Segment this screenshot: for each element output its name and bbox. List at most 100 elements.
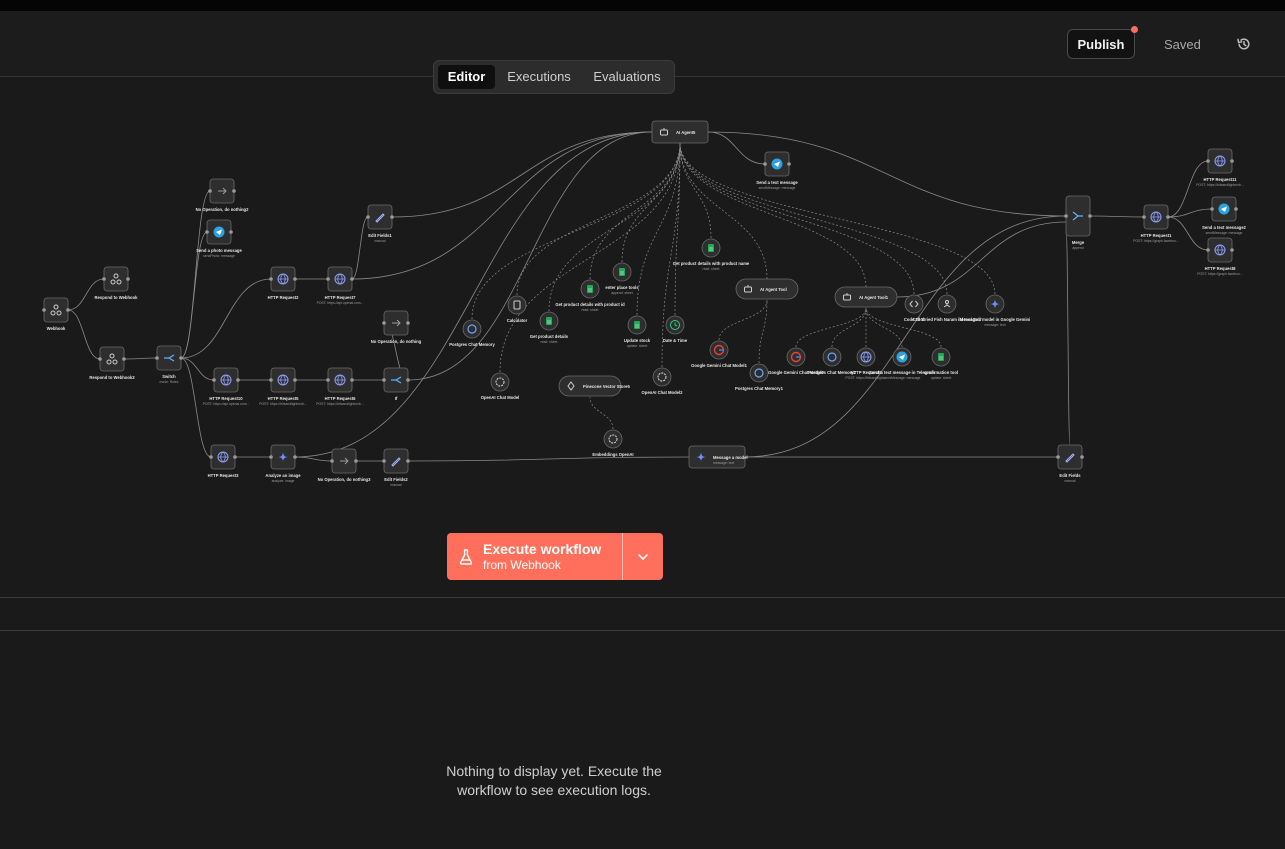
node-agent[interactable]: AI Agent5: [651, 120, 709, 144]
node-body[interactable]: [43, 297, 69, 323]
output-handle[interactable]: [1088, 214, 1092, 218]
node-http3[interactable]: HTTP Request3: [208, 444, 240, 478]
node-oai2[interactable]: OpenAI Chat Model2: [642, 367, 684, 395]
node-body[interactable]: [558, 375, 622, 397]
execute-workflow-main[interactable]: Execute workflow from Webhook: [447, 533, 622, 580]
input-handle[interactable]: [326, 378, 330, 382]
node-sendtg[interactable]: Send a text message in TelegramsendMessa…: [869, 347, 935, 380]
input-handle[interactable]: [1206, 159, 1210, 163]
output-handle[interactable]: [293, 378, 297, 382]
node-body[interactable]: [652, 367, 672, 387]
node-oai[interactable]: OpenAI Chat Model: [481, 372, 520, 400]
node-body[interactable]: [749, 363, 769, 383]
input-handle[interactable]: [102, 277, 106, 281]
node-gpid[interactable]: Get product details with product idread:…: [555, 279, 625, 312]
input-handle[interactable]: [269, 277, 273, 281]
input-handle[interactable]: [1206, 248, 1210, 252]
output-handle[interactable]: [233, 455, 237, 459]
publish-button[interactable]: Publish: [1067, 26, 1138, 59]
output-handle[interactable]: [1080, 455, 1084, 459]
output-handle[interactable]: [1230, 248, 1234, 252]
output-handle[interactable]: [122, 357, 126, 361]
tab-executions[interactable]: Executions: [507, 69, 571, 84]
tab-editor[interactable]: Editor: [438, 65, 495, 89]
output-handle[interactable]: [293, 277, 297, 281]
node-resp1[interactable]: Respond to Webhook: [95, 266, 139, 300]
output-handle[interactable]: [179, 356, 183, 360]
input-handle[interactable]: [1210, 207, 1214, 211]
node-noop[interactable]: No Operation, do nothing: [371, 310, 422, 344]
output-handle[interactable]: [236, 378, 240, 382]
output-handle[interactable]: [406, 459, 410, 463]
output-handle[interactable]: [390, 215, 394, 219]
node-msggem[interactable]: Message a model in Google Geminimessage:…: [960, 294, 1031, 327]
output-handle[interactable]: [232, 189, 236, 193]
node-callfind[interactable]: Call 'Dried Fish Naram ibi tool Call': [912, 294, 982, 322]
output-handle[interactable]: [229, 230, 233, 234]
input-handle[interactable]: [382, 378, 386, 382]
node-calc[interactable]: Calculator: [507, 295, 528, 323]
node-noop2[interactable]: No Operation, do nothing2: [196, 178, 249, 212]
input-handle[interactable]: [1064, 214, 1068, 218]
node-body[interactable]: [99, 346, 125, 372]
node-pgmem2[interactable]: Postgres Chat Memory2: [808, 347, 857, 375]
input-handle[interactable]: [382, 459, 386, 463]
execute-options-dropdown[interactable]: [622, 533, 663, 580]
node-datetime[interactable]: Date & Time: [663, 315, 688, 343]
node-body[interactable]: [462, 319, 482, 339]
output-handle[interactable]: [1234, 207, 1238, 211]
node-code[interactable]: Code Tool: [904, 294, 924, 322]
input-handle[interactable]: [1056, 455, 1060, 459]
output-handle[interactable]: [406, 321, 410, 325]
node-pgmem[interactable]: Postgres Chat Memory: [449, 319, 495, 347]
node-body[interactable]: [904, 294, 924, 314]
input-handle[interactable]: [763, 162, 767, 166]
node-gpname[interactable]: Get product details with product namerea…: [673, 238, 750, 271]
input-handle[interactable]: [209, 455, 213, 459]
node-gemini1[interactable]: Google Gemini Chat Model1: [691, 340, 748, 368]
output-handle[interactable]: [1230, 159, 1234, 163]
output-handle[interactable]: [1166, 215, 1170, 219]
node-body[interactable]: [834, 286, 898, 308]
input-handle[interactable]: [98, 357, 102, 361]
tab-evaluations[interactable]: Evaluations: [593, 69, 661, 84]
input-handle[interactable]: [1142, 215, 1146, 219]
input-handle[interactable]: [330, 459, 334, 463]
output-handle[interactable]: [293, 455, 297, 459]
node-body[interactable]: [490, 372, 510, 392]
input-handle[interactable]: [382, 321, 386, 325]
history-icon[interactable]: [1236, 36, 1252, 52]
node-if[interactable]: If: [382, 367, 410, 401]
execute-workflow-button[interactable]: Execute workflow from Webhook: [447, 533, 663, 580]
input-handle[interactable]: [155, 356, 159, 360]
input-handle[interactable]: [366, 215, 370, 219]
node-noop3[interactable]: No Operation, do nothing3: [318, 448, 371, 482]
node-body[interactable]: [735, 278, 799, 300]
node-body[interactable]: [507, 295, 527, 315]
node-body[interactable]: [651, 120, 709, 144]
input-handle[interactable]: [42, 308, 46, 312]
logs-divider[interactable]: [0, 597, 1285, 598]
node-embed[interactable]: Embeddings OpenAI: [592, 429, 634, 457]
node-body[interactable]: [822, 347, 842, 367]
